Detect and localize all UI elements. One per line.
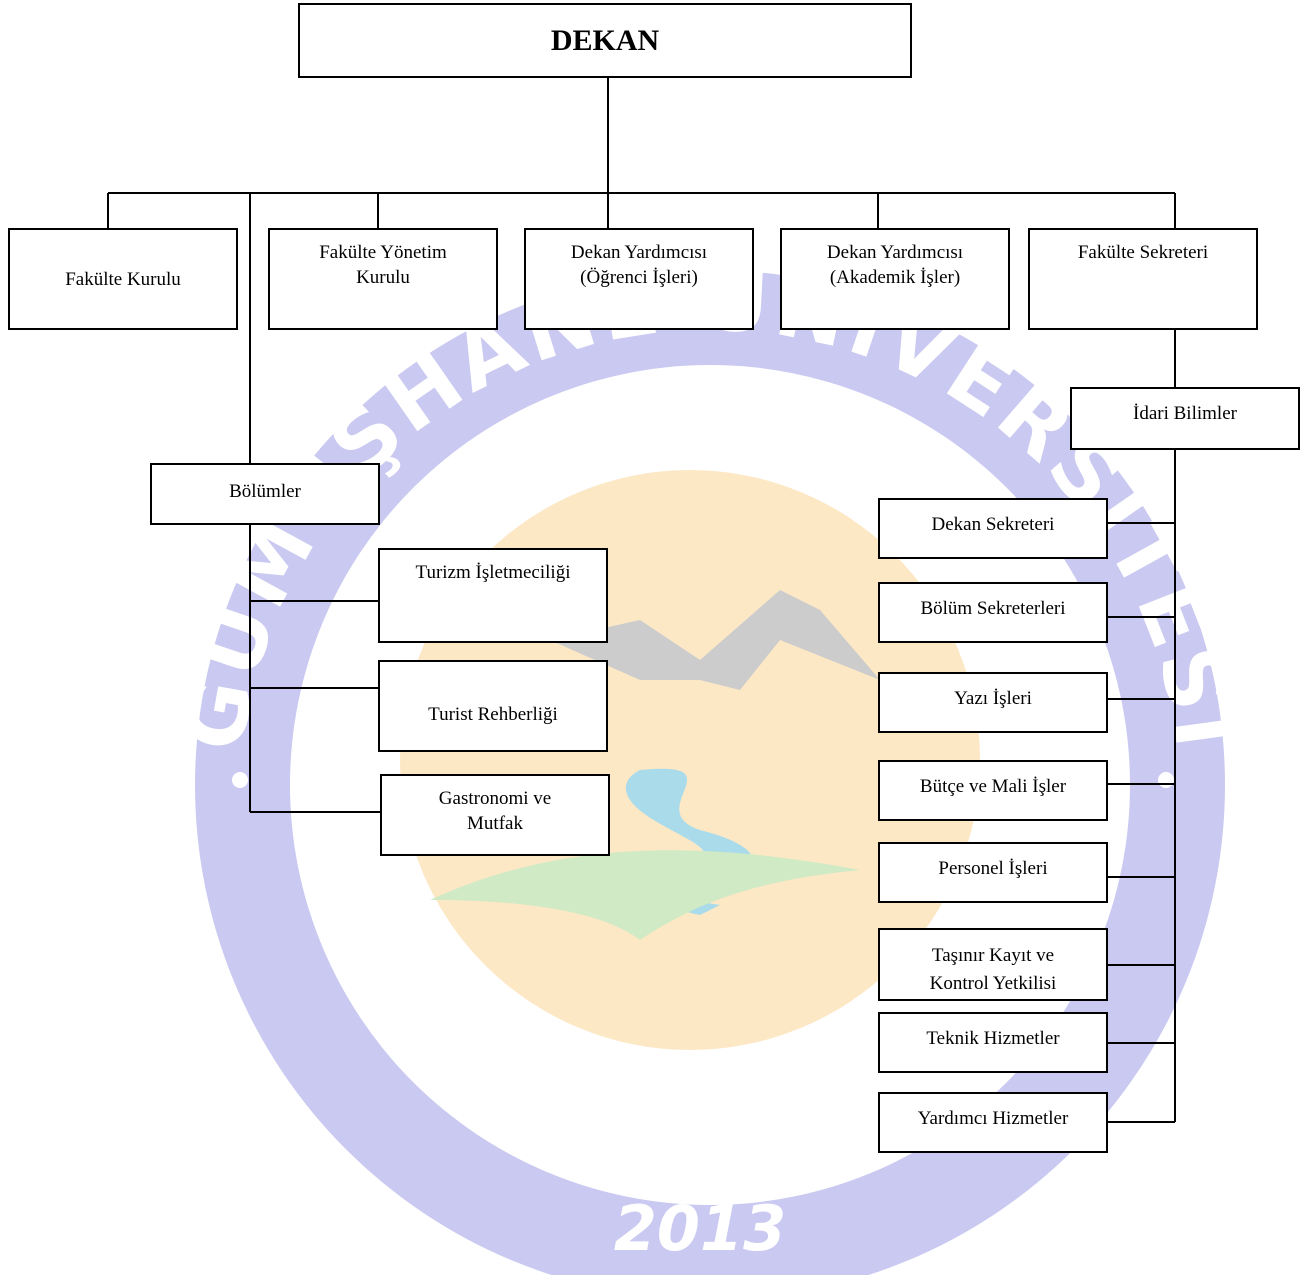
seal-dot-left <box>232 772 248 788</box>
faculty-executive-board-box: Fakülte Yönetim Kurulu <box>268 228 498 330</box>
admin-department-secretaries-label: Bölüm Sekreterleri <box>920 598 1066 619</box>
admin-support-services-box: Yardımcı Hizmetler <box>878 1092 1108 1153</box>
admin-budget-finance-box: Bütçe ve Mali İşler <box>878 760 1108 821</box>
administration-label: İdari Bilimler <box>1133 403 1237 424</box>
departments-label: Bölümler <box>229 481 301 502</box>
vice-dean-academic-affairs-label: Dekan Yardımcısı (Akademik İşler) <box>826 242 964 288</box>
administration-box: İdari Bilimler <box>1070 387 1300 450</box>
admin-movable-property-label: Taşınır Kayıt ve Kontrol Yetkilisi <box>929 945 1057 994</box>
faculty-secretary-box: Fakülte Sekreteri <box>1028 228 1258 330</box>
faculty-executive-board-label: Fakülte Yönetim Kurulu <box>319 242 447 288</box>
admin-dean-secretary-label: Dekan Sekreteri <box>931 514 1055 535</box>
department-gastronomy-label: Gastronomi ve Mutfak <box>438 788 552 834</box>
admin-personnel-box: Personel İşleri <box>878 842 1108 903</box>
vice-dean-student-affairs-label: Dekan Yardımcısı (Öğrenci İşleri) <box>570 242 708 288</box>
admin-personnel-label: Personel İşleri <box>938 858 1048 879</box>
admin-dean-secretary-box: Dekan Sekreteri <box>878 498 1108 559</box>
faculty-secretary-label: Fakülte Sekreteri <box>1077 242 1209 263</box>
seal-mountain <box>550 590 880 690</box>
dean-label: DEKAN <box>550 24 660 57</box>
admin-support-services-label: Yardımcı Hizmetler <box>917 1108 1069 1129</box>
admin-correspondence-label: Yazı İşleri <box>954 688 1032 709</box>
dean-box: DEKAN <box>298 3 912 78</box>
seal-year: 2013 <box>614 1192 787 1265</box>
vice-dean-academic-affairs-box: Dekan Yardımcısı (Akademik İşler) <box>780 228 1010 330</box>
admin-movable-property-box: Taşınır Kayıt ve Kontrol Yetkilisi <box>878 928 1108 1001</box>
admin-technical-services-box: Teknik Hizmetler <box>878 1012 1108 1073</box>
admin-department-secretaries-box: Bölüm Sekreterleri <box>878 582 1108 643</box>
vice-dean-student-affairs-box: Dekan Yardımcısı (Öğrenci İşleri) <box>524 228 754 330</box>
admin-correspondence-box: Yazı İşleri <box>878 672 1108 733</box>
department-tourism-management-box: Turizm İşletmeciliği <box>378 548 608 643</box>
department-tour-guiding-box: Turist Rehberliği <box>378 660 608 752</box>
admin-budget-finance-label: Bütçe ve Mali İşler <box>919 776 1067 797</box>
admin-technical-services-label: Teknik Hizmetler <box>926 1028 1060 1049</box>
seal-grass <box>430 850 860 940</box>
faculty-board-label: Fakülte Kurulu <box>65 268 181 290</box>
department-tour-guiding-label: Turist Rehberliği <box>428 704 558 725</box>
department-tourism-management-label: Turizm İşletmeciliği <box>415 562 571 583</box>
departments-box: Bölümler <box>150 463 380 525</box>
faculty-board-box: Fakülte Kurulu <box>8 228 238 330</box>
department-gastronomy-box: Gastronomi ve Mutfak <box>380 774 610 856</box>
